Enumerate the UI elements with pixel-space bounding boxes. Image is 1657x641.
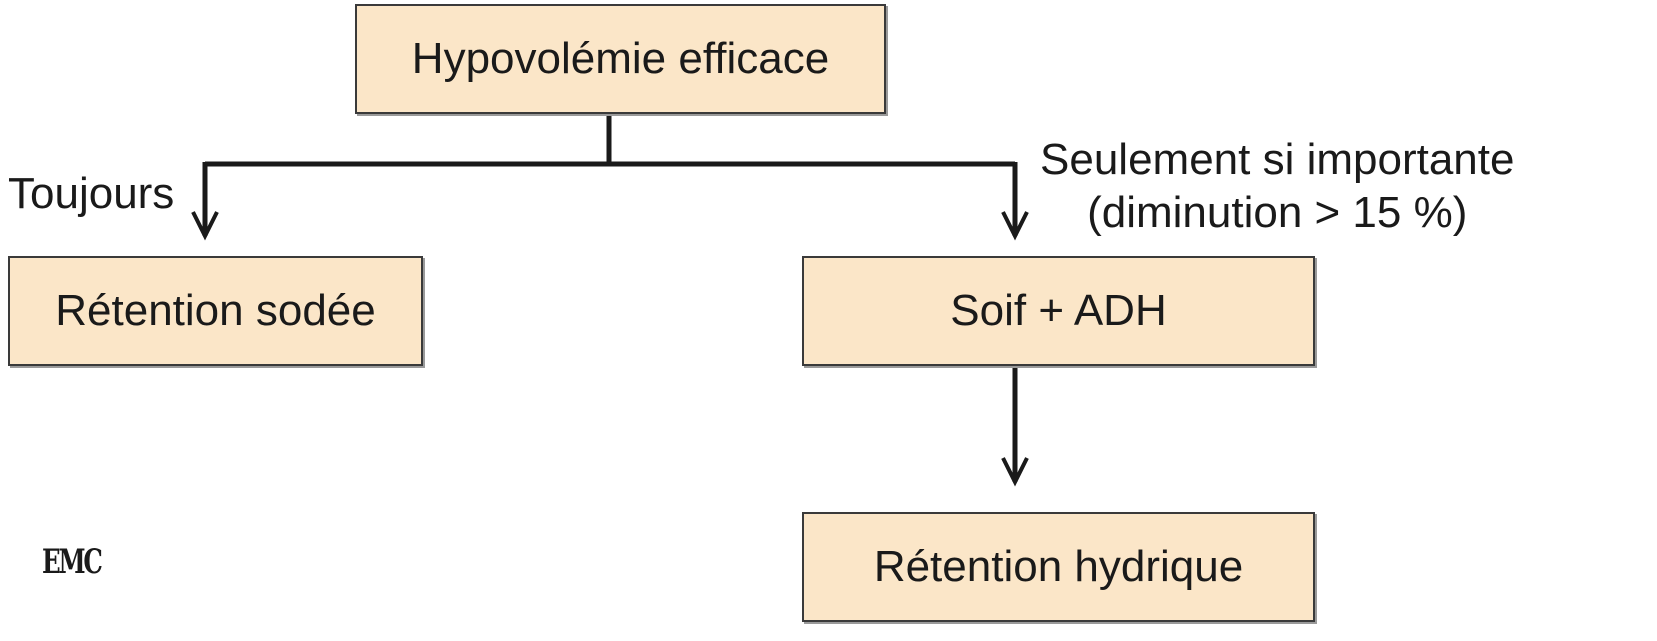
node-retention-hydrique: Rétention hydrique	[802, 512, 1315, 622]
edge-label-seulement-line1: Seulement si importante	[1040, 135, 1515, 184]
arrowhead-down	[1001, 457, 1029, 487]
node-soif-adh: Soif + ADH	[802, 256, 1315, 366]
node-soif-adh-label: Soif + ADH	[950, 286, 1167, 335]
node-hypovolemie-label: Hypovolémie efficace	[411, 34, 830, 83]
node-retention-sodee-label: Rétention sodée	[55, 286, 376, 335]
arrowhead-left	[191, 211, 219, 241]
node-hypovolemie: Hypovolémie efficace	[355, 4, 886, 114]
emc-logo: EMC	[42, 542, 103, 582]
edge-label-seulement-line2: (diminution > 15 %)	[1087, 187, 1468, 237]
edge-label-toujours: Toujours	[8, 169, 175, 218]
edge-label-seulement: Seulement si importante (diminution > 15…	[1040, 134, 1514, 240]
node-retention-sodee: Rétention sodée	[8, 256, 423, 366]
arrowhead-right	[1001, 211, 1029, 241]
node-retention-hydrique-label: Rétention hydrique	[873, 542, 1244, 591]
